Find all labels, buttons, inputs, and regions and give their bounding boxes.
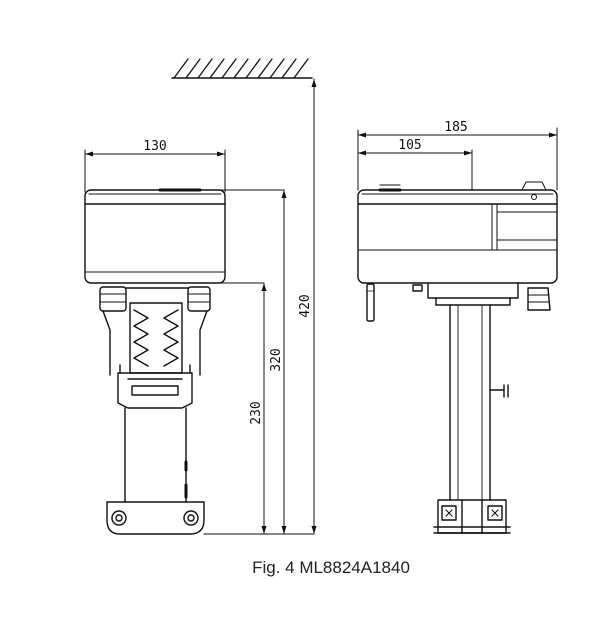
- vertical-dimensions: [261, 78, 317, 535]
- figure-caption: Fig. 4 ML8824A1840: [0, 558, 614, 578]
- ceiling-hatch: [171, 58, 313, 79]
- figure-caption-text: Fig. 4 ML8824A1840: [252, 558, 410, 577]
- dim-320-label: 320: [269, 348, 284, 371]
- dim-185-label: 185: [444, 120, 467, 135]
- dim-130-label: 130: [143, 139, 166, 154]
- dim-420-label: 420: [298, 294, 313, 317]
- side-view: [357, 127, 558, 534]
- dim-105-label: 105: [398, 138, 421, 153]
- front-view: [84, 149, 315, 535]
- dim-230-label: 230: [249, 401, 264, 424]
